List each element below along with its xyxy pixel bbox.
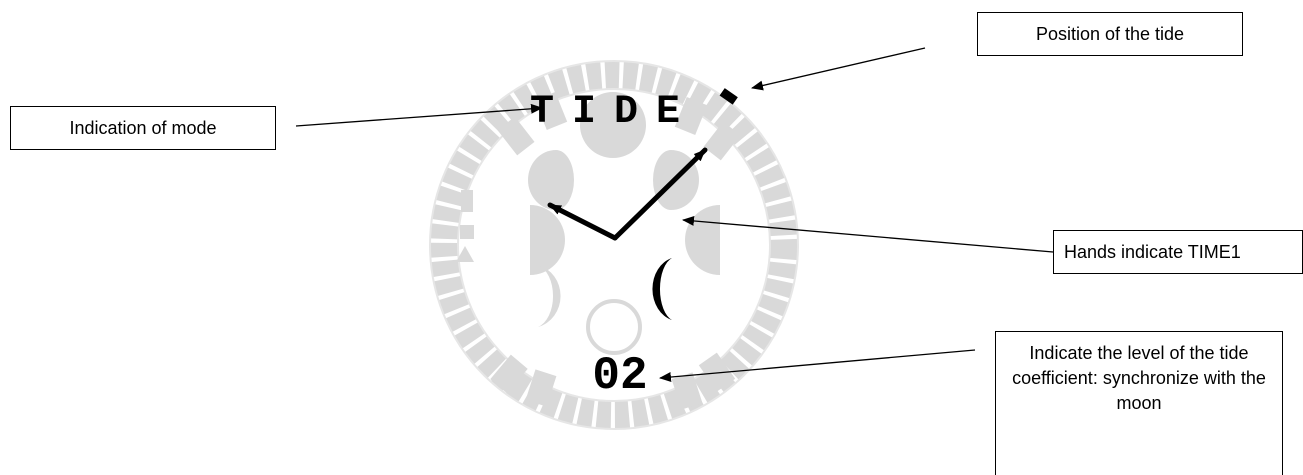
crescent-moon-icon	[652, 258, 672, 320]
waning-gibbous-icon	[528, 150, 574, 210]
mode-indicator-text: TIDE	[530, 90, 698, 135]
hands-arrow	[683, 220, 1053, 252]
new-moon-icon	[588, 301, 640, 353]
hands-label: Hands indicate TIME1	[1064, 242, 1241, 263]
mode-indication-callout: Indication of mode	[10, 106, 276, 150]
tide-position-label: Position of the tide	[1036, 24, 1184, 45]
half-moon-right-icon	[685, 205, 720, 275]
lock-icon	[460, 225, 474, 239]
hands-callout: Hands indicate TIME1	[1053, 230, 1303, 274]
coefficient-callout: Indicate the level of the tide coefficie…	[995, 331, 1283, 475]
tide-position-callout: Position of the tide	[977, 12, 1243, 56]
waning-crescent-icon	[538, 265, 561, 327]
half-moon-left-icon	[530, 205, 565, 275]
tide-arrow	[752, 48, 925, 88]
mode-indication-label: Indication of mode	[69, 118, 216, 139]
coefficient-label: Indicate the level of the tide coefficie…	[996, 341, 1282, 416]
al-indicator-icon	[461, 190, 473, 212]
coefficient-value-text: 02	[592, 350, 647, 402]
